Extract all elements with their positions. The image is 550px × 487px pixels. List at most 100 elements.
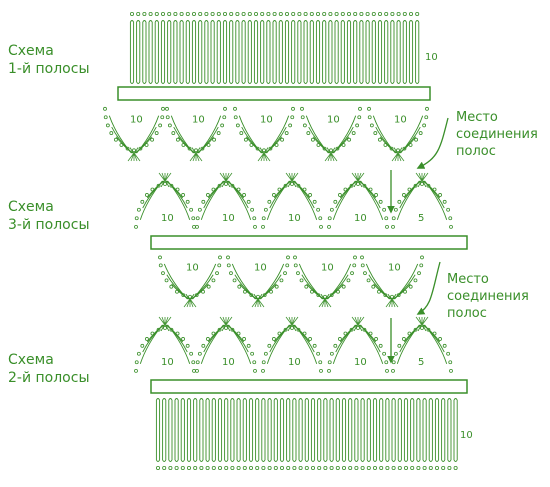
chain-stitch	[327, 224, 331, 229]
fan-stitch	[319, 143, 331, 154]
fringe-stitch	[366, 398, 371, 462]
chain-stitch	[163, 182, 167, 186]
chain-stitch	[169, 327, 174, 332]
svg-text:соединения: соединения	[447, 289, 529, 304]
fringe-stitch	[148, 20, 153, 84]
chain-stitch	[186, 465, 191, 470]
chain-stitch	[446, 207, 451, 212]
chain-stitch	[311, 137, 315, 142]
fringe-stitch	[317, 398, 322, 462]
fan-stitch	[424, 180, 448, 220]
chain-stitch	[165, 115, 170, 120]
fringe-stitch	[441, 398, 446, 462]
shell-fan: 10	[293, 255, 357, 308]
tassel-stitch	[357, 316, 362, 326]
fan-count: 10	[161, 357, 174, 368]
fan-stitch	[379, 290, 392, 300]
chain-stitch	[154, 11, 159, 16]
fan-stitch	[291, 180, 297, 188]
fan-stitch	[410, 180, 422, 191]
fan-stitch	[177, 290, 190, 300]
chain-stitch	[191, 216, 196, 221]
chain-stitch	[197, 207, 202, 212]
svg-text:полос: полос	[447, 306, 487, 321]
chain-stitch	[371, 11, 376, 16]
label-strip-3: Схема 3-й полосы	[8, 199, 90, 233]
tassel-stitch	[357, 316, 365, 326]
chain-stitch	[374, 193, 378, 197]
chain-stitch	[397, 343, 402, 348]
chain-stitch	[155, 465, 160, 470]
chain-stitch	[362, 327, 367, 332]
shell-fan: 10	[367, 106, 429, 162]
shell-fan: 5	[391, 316, 453, 373]
fan-stitch	[360, 180, 384, 220]
tassel-stitch	[321, 298, 326, 308]
chain-stitch	[419, 263, 424, 268]
chain-stitch	[204, 11, 209, 16]
chain-stitch	[285, 263, 290, 268]
chain-stitch	[434, 465, 439, 470]
chain-stitch	[413, 183, 418, 188]
chain-stitch	[218, 255, 222, 260]
chain-stitch	[189, 351, 194, 356]
fringe-stitch	[260, 20, 265, 84]
chain-stitch	[195, 216, 200, 221]
chain-stitch	[346, 278, 351, 283]
chain-stitch	[413, 327, 418, 332]
tassel-stitch	[257, 298, 262, 308]
tassel-stitch	[421, 172, 429, 182]
chain-stitch	[390, 294, 394, 299]
fan-stitch	[397, 147, 403, 154]
fan-stitch	[198, 115, 222, 154]
chain-stitch	[280, 137, 284, 142]
chain-stitch	[372, 465, 377, 470]
chain-stitch	[162, 465, 167, 470]
chain-stitch	[181, 193, 185, 197]
fringe-stitch	[354, 398, 359, 462]
fan-stitch	[122, 143, 134, 154]
chain-stitch	[303, 11, 308, 16]
chain-stitch	[353, 255, 357, 260]
fringe-stitch	[185, 20, 190, 84]
tassel-stitch	[263, 152, 271, 162]
chain-stitch	[191, 360, 196, 365]
shell-fan: 10	[195, 172, 257, 229]
chain-stitch	[255, 146, 260, 151]
chain-stitch	[323, 465, 328, 470]
fringe-stitch	[416, 398, 421, 462]
joint-label-lower: Место соединения полос	[447, 272, 529, 321]
tassel-stitch	[418, 172, 423, 182]
bottom-fringe-count: 10	[460, 430, 473, 441]
chain-stitch	[185, 199, 190, 204]
fan-count: 10	[354, 357, 367, 368]
fringe-stitch	[365, 20, 370, 84]
fan-count: 10	[388, 263, 401, 274]
chain-stitch	[134, 216, 139, 221]
chain-stitch	[103, 115, 108, 120]
chain-stitch	[338, 337, 342, 341]
tassel-stitch	[161, 316, 166, 326]
shell-fan: 10	[261, 172, 323, 229]
chain-stitch	[438, 337, 442, 341]
chain-stitch	[279, 278, 284, 283]
tassel-stitch	[324, 298, 329, 308]
fringe-stitch	[210, 20, 215, 84]
fan-stitch	[353, 324, 359, 332]
chain-stitch	[438, 193, 442, 197]
chain-stitch	[150, 137, 154, 142]
fan-stitch	[330, 147, 336, 154]
chain-stitch	[154, 131, 159, 135]
chain-stitch	[382, 351, 387, 356]
chain-stitch	[357, 115, 362, 120]
chain-stitch	[268, 146, 273, 151]
fringe-stitch	[272, 20, 277, 84]
fringe-stitch	[230, 398, 235, 462]
fringe-stitch	[242, 398, 247, 462]
chain-stitch	[262, 148, 266, 153]
shell-fan: 5	[391, 172, 453, 229]
chain-stitch	[422, 465, 427, 470]
fringe-stitch	[377, 20, 383, 84]
chain-stitch	[206, 337, 210, 341]
tassel-stitch	[397, 152, 405, 162]
